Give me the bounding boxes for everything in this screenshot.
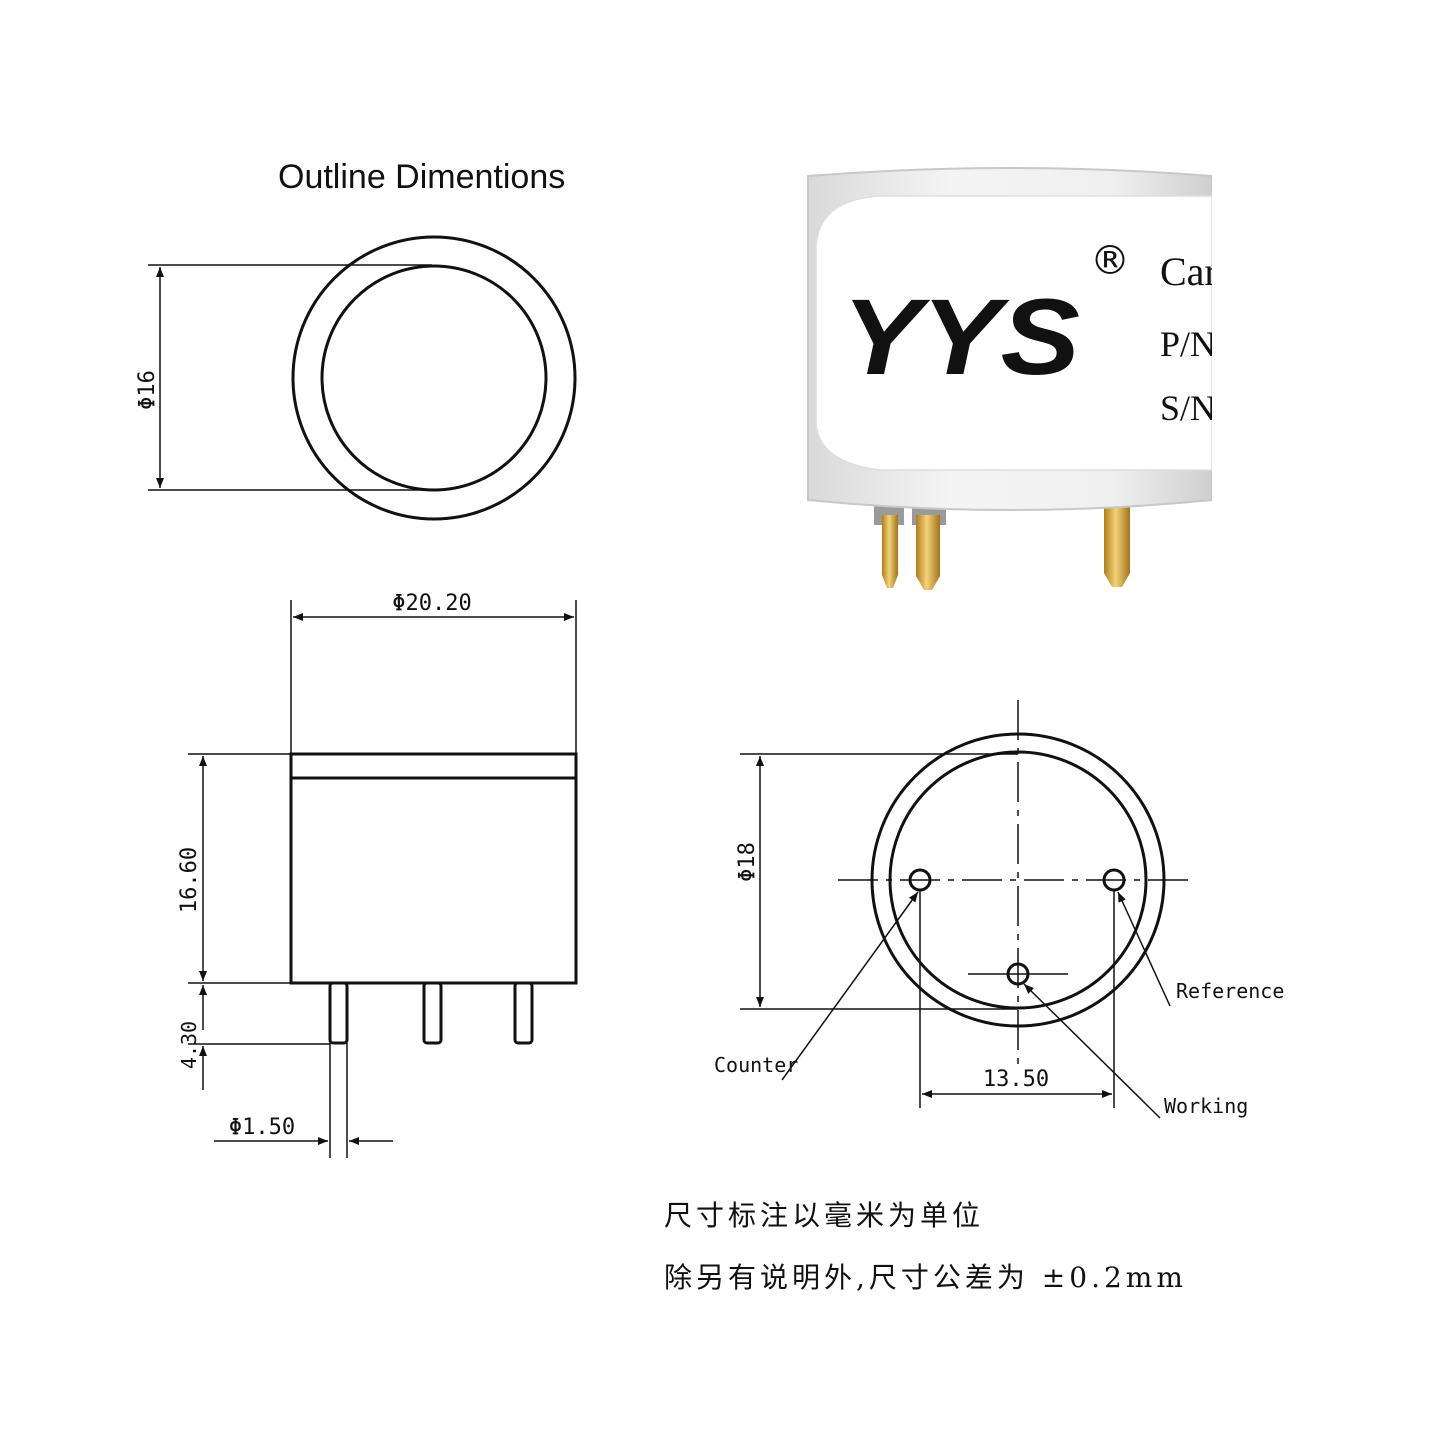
side-view-pin-right	[513, 981, 534, 1045]
sensor-pin-right	[1104, 502, 1130, 587]
counter-label: Counter	[714, 1053, 798, 1077]
sensor-pin-center	[916, 515, 940, 590]
units-note: 尺寸标注以毫米为单位	[664, 1199, 985, 1232]
side-view-pin-left	[328, 981, 349, 1045]
side-view-pin-center	[422, 981, 443, 1045]
bottom-view-diameter-label: Φ18	[735, 842, 760, 882]
side-view-body	[289, 752, 578, 985]
photo-crop-mask	[1212, 150, 1440, 620]
working-label: Working	[1164, 1094, 1248, 1118]
working-leader	[1023, 983, 1161, 1119]
sensor-illustration	[807, 167, 1213, 590]
reference-label: Reference	[1176, 979, 1284, 1003]
bottom-view	[740, 700, 1196, 1119]
counter-leader	[781, 891, 919, 1081]
top-view-outer-circle	[291, 235, 577, 521]
pin-length-label: 4.30	[177, 1021, 201, 1069]
page-title: Outline Dimentions	[278, 158, 566, 196]
sensor-label	[815, 195, 1213, 471]
reference-leader	[1117, 891, 1171, 1007]
brand-logo: YYS	[842, 276, 1080, 397]
body-height-label: 16.60	[177, 847, 202, 913]
working-pin-hole	[1006, 962, 1030, 986]
outer-diameter-label: Φ20.20	[392, 591, 471, 616]
top-view-inner-circle	[320, 264, 548, 492]
top-view	[148, 235, 577, 521]
sensor-pin-left	[882, 515, 898, 588]
top-view-diameter-label: Φ16	[135, 370, 160, 410]
registered-mark: ®	[1090, 238, 1130, 284]
side-view	[188, 600, 578, 1158]
tolerance-note: 除另有说明外,尺寸公差为 ±0.2mm	[664, 1261, 1187, 1294]
pin-diameter-label: Φ1.50	[229, 1115, 295, 1140]
pin-spacing-label: 13.50	[983, 1067, 1049, 1092]
